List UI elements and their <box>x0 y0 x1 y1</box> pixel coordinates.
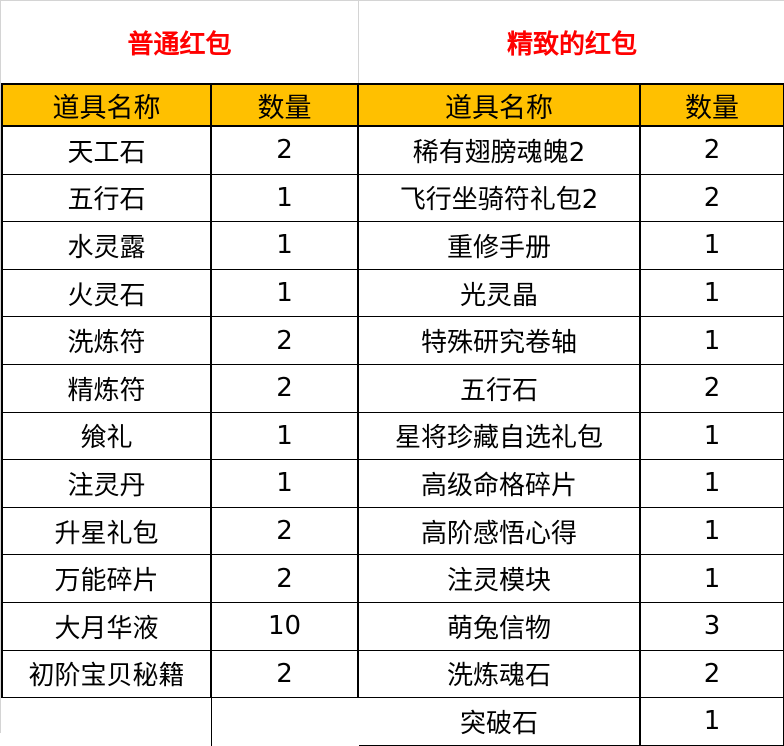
item-name-cell <box>1 698 212 746</box>
quantity-cell: 1 <box>212 412 359 460</box>
quantity-cell: 1 <box>641 412 784 460</box>
quantity-cell: 1 <box>212 222 359 269</box>
quantity-cell: 2 <box>641 650 784 698</box>
item-name-cell: 注灵丹 <box>1 460 212 507</box>
item-name-cell: 天工石 <box>1 127 212 174</box>
item-name-cell: 飨礼 <box>1 412 212 460</box>
item-name-cell: 重修手册 <box>359 222 641 269</box>
item-name-cell: 洗炼魂石 <box>359 650 641 698</box>
quantity-cell: 1 <box>641 222 784 269</box>
item-name-cell: 稀有翅膀魂魄2 <box>359 127 641 174</box>
item-name-cell: 飞行坐骑符礼包2 <box>359 174 641 222</box>
header-quantity: 数量 <box>212 85 359 125</box>
quantity-cell: 2 <box>641 127 784 174</box>
quantity-cell: 2 <box>212 364 359 412</box>
item-name-cell: 水灵露 <box>1 222 212 269</box>
item-name-cell: 洗炼符 <box>1 317 212 364</box>
quantity-cell: 1 <box>641 507 784 555</box>
item-name-cell: 高阶感悟心得 <box>359 507 641 555</box>
header-quantity: 数量 <box>641 85 784 125</box>
quantity-cell: 2 <box>212 507 359 555</box>
item-name-cell: 精炼符 <box>1 364 212 412</box>
section-title: 精致的红包 <box>506 29 637 60</box>
item-name-cell: 万能碎片 <box>1 555 212 602</box>
quantity-cell: 1 <box>212 269 359 317</box>
quantity-cell: 1 <box>641 269 784 317</box>
table-row <box>1 698 359 746</box>
item-name-cell: 五行石 <box>359 364 641 412</box>
quantity-cell: 1 <box>641 317 784 364</box>
header-item-name: 道具名称 <box>359 85 641 125</box>
item-name-cell: 高级命格碎片 <box>359 460 641 507</box>
item-name-cell: 星将珍藏自选礼包 <box>359 412 641 460</box>
quantity-cell: 1 <box>641 555 784 602</box>
quantity-cell: 2 <box>212 555 359 602</box>
quantity-cell: 2 <box>212 317 359 364</box>
quantity-cell: 2 <box>212 650 359 698</box>
item-name-cell: 大月华液 <box>1 602 212 650</box>
item-name-cell: 萌兔信物 <box>359 602 641 650</box>
item-name-cell: 突破石 <box>359 698 641 745</box>
quantity-cell <box>212 698 359 746</box>
quantity-cell: 1 <box>212 460 359 507</box>
table-header: 道具名称 数量 <box>1 83 359 127</box>
quantity-cell: 2 <box>641 174 784 222</box>
item-name-cell: 升星礼包 <box>1 507 212 555</box>
header-item-name: 道具名称 <box>1 85 212 125</box>
quantity-cell: 3 <box>641 602 784 650</box>
item-name-cell: 火灵石 <box>1 269 212 317</box>
item-name-cell: 光灵晶 <box>359 269 641 317</box>
item-name-cell: 五行石 <box>1 174 212 222</box>
quantity-cell: 10 <box>212 602 359 650</box>
quantity-cell: 2 <box>212 127 359 174</box>
section-title: 普通红包 <box>1 1 359 83</box>
quantity-cell: 1 <box>641 460 784 507</box>
quantity-cell: 1 <box>212 174 359 222</box>
quantity-cell: 2 <box>641 364 784 412</box>
item-name-cell: 注灵模块 <box>359 555 641 602</box>
table-header: 道具名称 数量 <box>359 83 784 127</box>
item-name-cell: 特殊研究卷轴 <box>359 317 641 364</box>
item-name-cell: 初阶宝贝秘籍 <box>1 650 212 698</box>
quantity-cell: 1 <box>641 698 784 745</box>
